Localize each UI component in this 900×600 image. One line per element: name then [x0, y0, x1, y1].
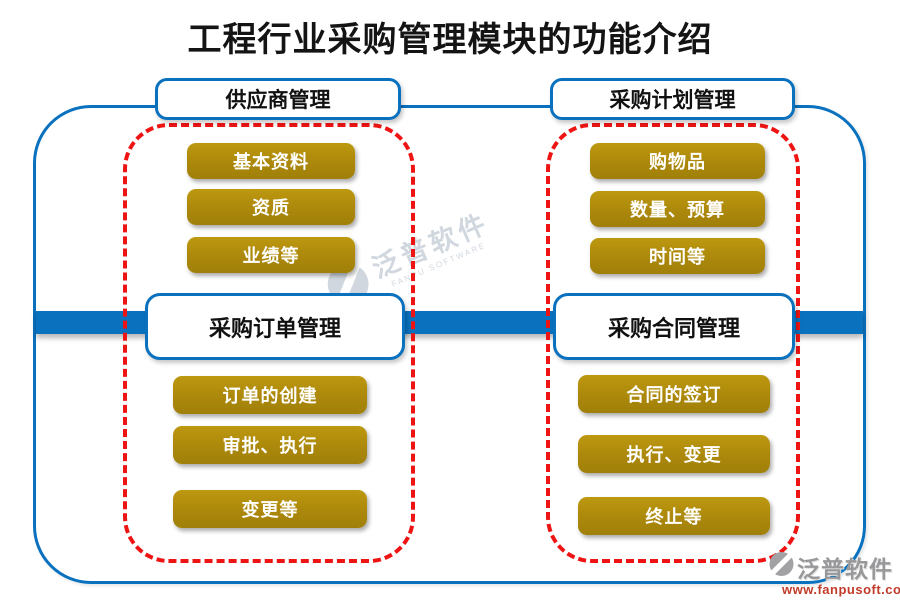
outer-frame [33, 105, 866, 584]
dashed-group-left [123, 123, 415, 563]
section-header-plan: 采购计划管理 [550, 78, 795, 120]
item-contract-termination: 终止等 [578, 497, 770, 535]
item-plan-time: 时间等 [590, 238, 765, 274]
item-contract-signing: 合同的签订 [578, 375, 770, 413]
item-order-creation: 订单的创建 [173, 376, 367, 414]
item-supplier-performance: 业绩等 [187, 237, 355, 273]
item-supplier-qualification: 资质 [187, 189, 355, 225]
item-contract-execution-change: 执行、变更 [578, 435, 770, 473]
fanpu-logo-icon [766, 547, 799, 584]
dashed-group-right [546, 123, 800, 563]
item-order-approval-execution: 审批、执行 [173, 426, 367, 464]
section-header-contract: 采购合同管理 [553, 293, 795, 360]
footer-brand-text: 泛普软件 [797, 555, 893, 582]
section-header-order: 采购订单管理 [145, 293, 405, 360]
item-plan-goods: 购物品 [590, 143, 765, 179]
item-order-change: 变更等 [173, 490, 367, 528]
diagram-title: 工程行业采购管理模块的功能介绍 [187, 22, 713, 59]
footer-logo: 泛普软件 www.fanpusoft.com [766, 547, 900, 597]
section-header-supplier: 供应商管理 [155, 78, 401, 120]
item-plan-quantity-budget: 数量、预算 [590, 191, 765, 227]
footer-url-text: www.fanpusoft.com [782, 582, 900, 597]
item-supplier-basic-info: 基本资料 [187, 143, 355, 179]
